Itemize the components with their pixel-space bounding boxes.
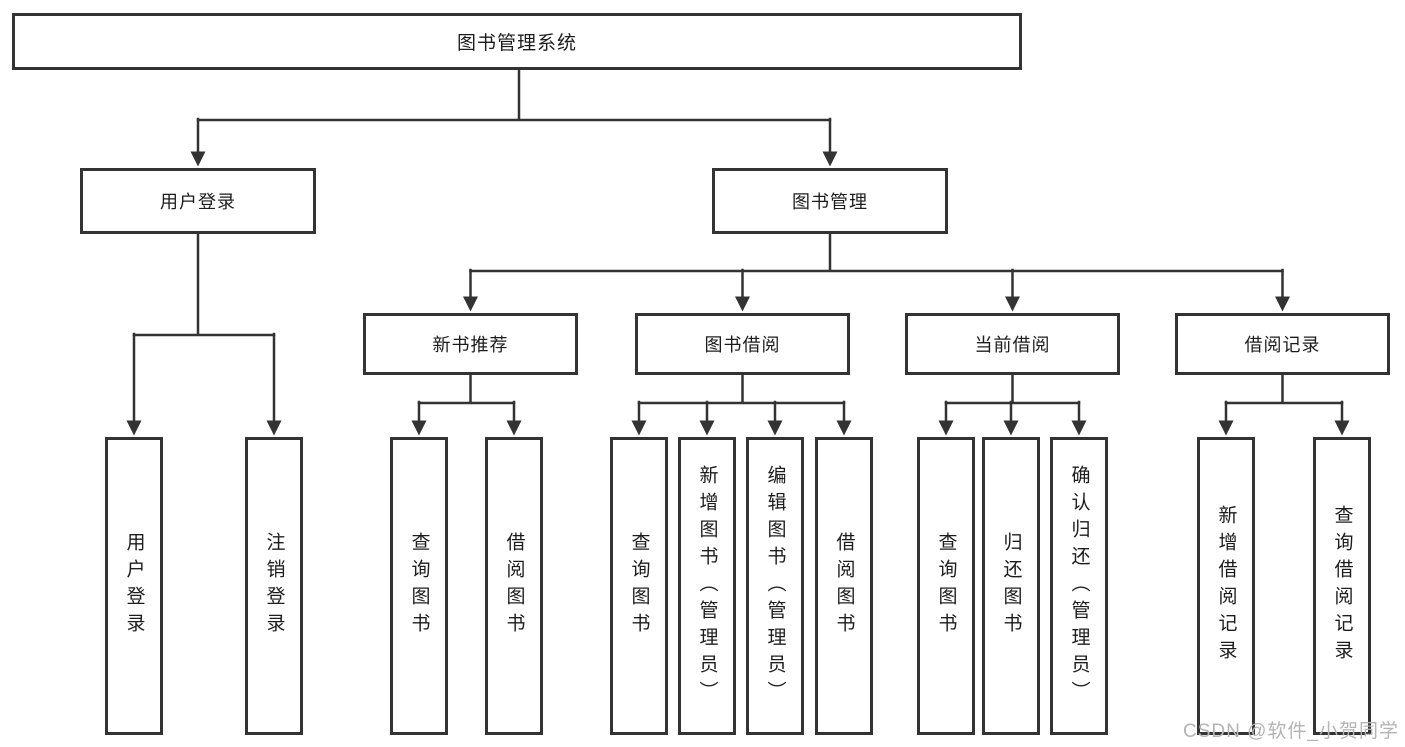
leaf-query-borrow-record: 查询借阅记录 bbox=[1313, 437, 1371, 735]
leaf-add-books-admin: 新增图书（管理员） bbox=[678, 437, 736, 735]
node-current-borrow: 当前借阅 bbox=[905, 313, 1120, 375]
node-user-login: 用户登录 bbox=[80, 168, 316, 234]
node-borrow-records: 借阅记录 bbox=[1175, 313, 1390, 375]
leaf-query-books-current: 查询图书 bbox=[917, 437, 975, 735]
watermark: CSDN @软件_小贺同学 bbox=[1183, 721, 1399, 742]
leaf-label: 查询图书 bbox=[935, 532, 957, 640]
leaf-query-books-borrow: 查询图书 bbox=[610, 437, 668, 735]
leaf-borrow-books: 借阅图书 bbox=[815, 437, 873, 735]
leaf-label: 新增借阅记录 bbox=[1215, 505, 1237, 667]
leaf-label: 借阅图书 bbox=[833, 532, 855, 640]
leaf-label: 编辑图书（管理员） bbox=[764, 464, 786, 708]
leaf-confirm-return-admin: 确认归还（管理员） bbox=[1050, 437, 1108, 735]
leaf-label: 查询借阅记录 bbox=[1331, 505, 1353, 667]
leaf-label: 确认归还（管理员） bbox=[1068, 464, 1090, 708]
leaf-label: 注销登录 bbox=[263, 532, 285, 640]
leaf-label: 归还图书 bbox=[1000, 532, 1022, 640]
leaf-label: 查询图书 bbox=[408, 532, 430, 640]
leaf-user-login: 用户登录 bbox=[105, 437, 163, 735]
leaf-label: 查询图书 bbox=[628, 532, 650, 640]
leaf-add-borrow-record: 新增借阅记录 bbox=[1197, 437, 1255, 735]
leaf-label: 用户登录 bbox=[123, 532, 145, 640]
leaf-label: 新增图书（管理员） bbox=[696, 464, 718, 708]
leaf-return-books: 归还图书 bbox=[982, 437, 1040, 735]
node-book-management: 图书管理 bbox=[712, 168, 948, 234]
node-book-borrow: 图书借阅 bbox=[635, 313, 850, 375]
leaf-edit-books-admin: 编辑图书（管理员） bbox=[746, 437, 804, 735]
leaf-label: 借阅图书 bbox=[503, 532, 525, 640]
leaf-query-books-recommend: 查询图书 bbox=[390, 437, 448, 735]
node-root-system: 图书管理系统 bbox=[12, 13, 1022, 70]
leaf-logout: 注销登录 bbox=[245, 437, 303, 735]
leaf-borrow-books-recommend: 借阅图书 bbox=[485, 437, 543, 735]
node-new-book-recommend: 新书推荐 bbox=[363, 313, 578, 375]
